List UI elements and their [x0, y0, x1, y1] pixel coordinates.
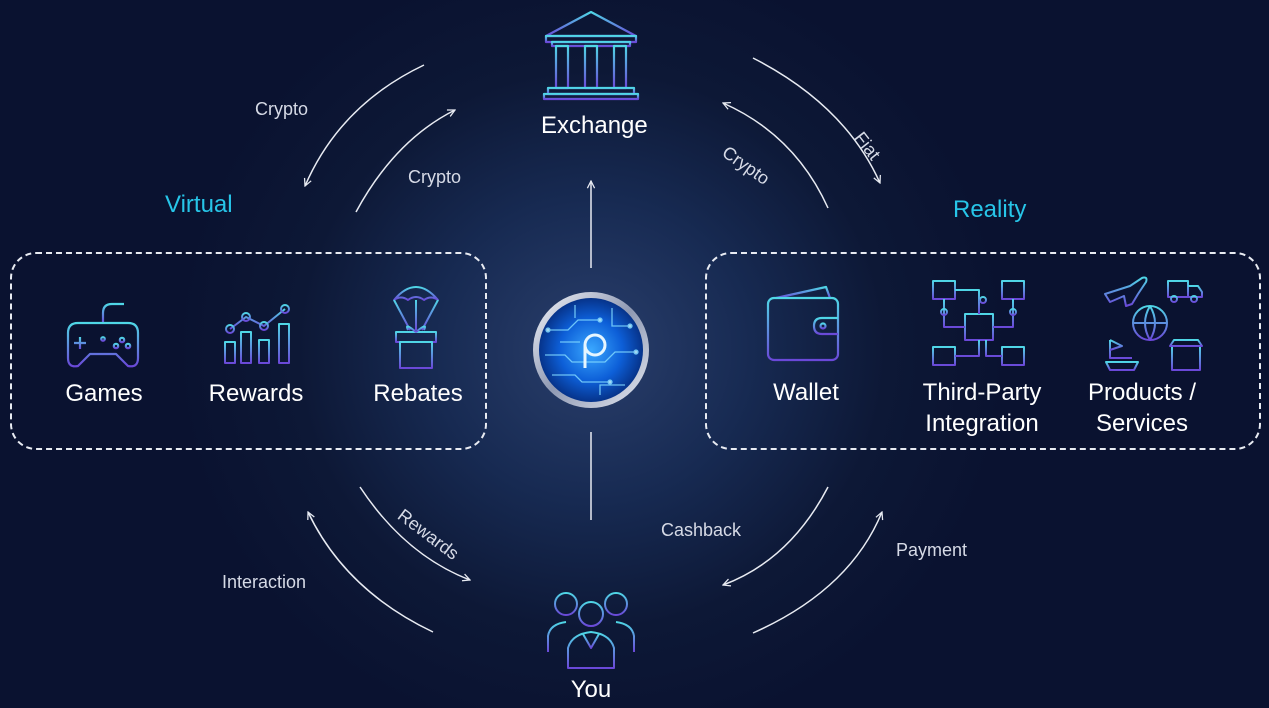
third-party-label-line2: Integration [925, 410, 1039, 437]
coin-logo [533, 292, 649, 408]
arrow-crypto-right [723, 103, 829, 209]
third-party-label-line1: Third-Party [922, 379, 1042, 406]
arrow-crypto-left-outer [305, 64, 425, 186]
gamepad-icon [66, 302, 140, 368]
games-label: Games [65, 380, 143, 407]
flow-label-crypto-left-outer: Crypto [255, 99, 309, 119]
chart-icon [222, 304, 294, 364]
parachute-gift-icon [393, 286, 439, 369]
wallet-icon [766, 285, 840, 362]
flow-label-payment: Payment [896, 540, 968, 560]
bank-icon [542, 10, 640, 101]
arrow-crypto-left-inner [355, 109, 455, 213]
flow-label-interaction: Interaction [222, 572, 307, 592]
logistics-icon [1104, 276, 1203, 371]
rewards-label: Rewards [208, 380, 304, 407]
arrow-fiat [752, 57, 880, 183]
virtual-group-box [10, 252, 487, 450]
you-label: You [570, 676, 612, 703]
network-icon [932, 280, 1025, 366]
arrow-interaction [308, 512, 434, 633]
arrow-payment [752, 512, 882, 634]
virtual-title: Virtual [165, 191, 233, 218]
products-label-line2: Services [1095, 410, 1189, 437]
flow-label-crypto-left-inner: Crypto [408, 167, 462, 187]
wallet-label: Wallet [773, 379, 839, 406]
products-label: Products / Services [1074, 377, 1210, 439]
reality-group-box [705, 252, 1261, 450]
people-group-icon [547, 592, 635, 669]
flow-label-cashback: Cashback [661, 520, 742, 540]
third-party-label: Third-Party Integration [902, 377, 1062, 439]
arrow-rewards [359, 486, 470, 580]
products-label-line1: Products / [1087, 379, 1197, 406]
arrow-cashback [723, 486, 829, 585]
exchange-label: Exchange [541, 112, 648, 139]
reality-title: Reality [953, 196, 1027, 223]
rebates-label: Rebates [373, 380, 463, 407]
